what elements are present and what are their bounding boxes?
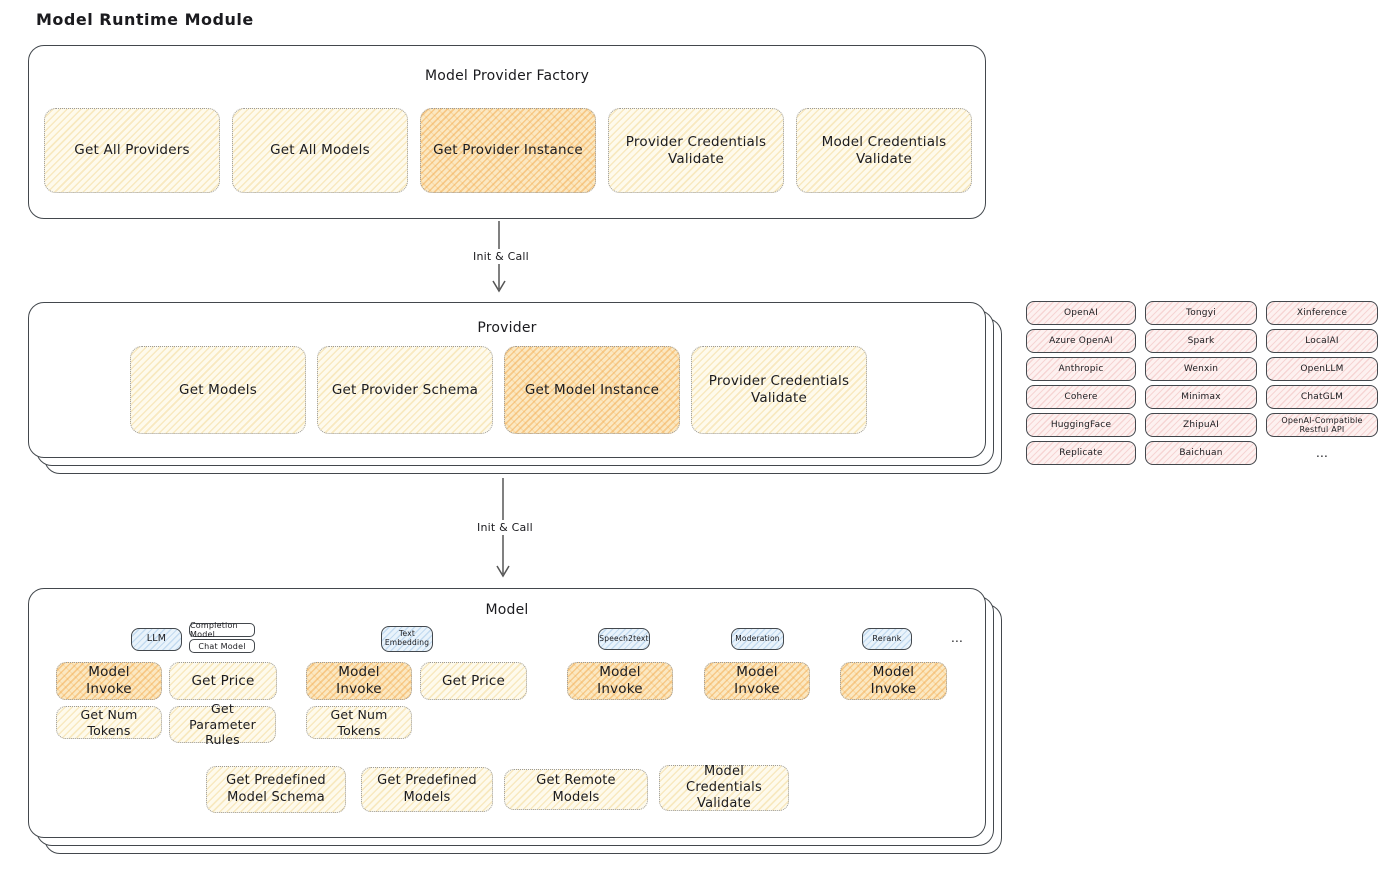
node-llm-model-invoke: Model Invoke bbox=[56, 662, 162, 700]
node-rerank-model-invoke: Model Invoke bbox=[840, 662, 947, 700]
node-model-credentials-validate-2: Model Credentials Validate bbox=[659, 764, 789, 811]
node-speech2text-model-invoke: Model Invoke bbox=[567, 662, 673, 700]
provider-chip-wenxin: Wenxin bbox=[1145, 357, 1257, 381]
provider-chip-openai-compatible: OpenAI-Compatible Restful API bbox=[1266, 413, 1378, 437]
node-llm-get-price: Get Price bbox=[169, 662, 277, 700]
node-moderation-model-invoke: Model Invoke bbox=[704, 662, 810, 700]
model-box-stack: Model LLM Completion Model Chat Model Te… bbox=[28, 588, 1002, 854]
arrow1-label: Init & Call bbox=[462, 249, 540, 264]
node-get-predefined-models: Get Predefined Models bbox=[361, 767, 493, 812]
provider-chip-zhipuai: ZhipuAI bbox=[1145, 413, 1257, 437]
node-provider-credentials-validate: Provider Credentials Validate bbox=[608, 108, 784, 193]
model-provider-factory-title: Model Provider Factory bbox=[424, 68, 590, 84]
node-get-all-providers: Get All Providers bbox=[44, 108, 220, 193]
provider-chip-xinference: Xinference bbox=[1266, 301, 1378, 325]
provider-chip-minimax: Minimax bbox=[1145, 385, 1257, 409]
provider-chip-anthropic: Anthropic bbox=[1026, 357, 1136, 381]
tab-completion-model: Completion Model bbox=[189, 621, 255, 639]
node-get-remote-models: Get Remote Models bbox=[504, 769, 648, 810]
node-provider-credentials-validate-2: Provider Credentials Validate bbox=[691, 346, 867, 434]
provider-chip-baichuan: Baichuan bbox=[1145, 441, 1257, 465]
model-tabs-more: ... bbox=[951, 631, 964, 645]
model-provider-factory-box: Model Provider Factory Get All Providers… bbox=[28, 45, 986, 219]
node-get-predefined-model-schema: Get Predefined Model Schema bbox=[206, 766, 346, 813]
tab-moderation: Moderation bbox=[731, 628, 784, 650]
provider-list-more: ... bbox=[1315, 446, 1329, 460]
node-embedding-model-invoke: Model Invoke bbox=[306, 662, 412, 700]
provider-chip-localai: LocalAI bbox=[1266, 329, 1378, 353]
tab-speech2text: Speech2text bbox=[598, 628, 650, 650]
node-get-model-instance: Get Model Instance bbox=[504, 346, 680, 434]
provider-list: OpenAI Tongyi Xinference Azure OpenAI Sp… bbox=[1026, 301, 1378, 465]
provider-chip-azure-openai: Azure OpenAI bbox=[1026, 329, 1136, 353]
diagram-title: Model Runtime Module bbox=[36, 10, 254, 29]
model-box: Model LLM Completion Model Chat Model Te… bbox=[28, 588, 986, 838]
node-embedding-get-price: Get Price bbox=[420, 662, 527, 700]
node-llm-get-parameter-rules: Get Parameter Rules bbox=[169, 701, 276, 747]
provider-title: Provider bbox=[477, 320, 537, 336]
provider-chip-cohere: Cohere bbox=[1026, 385, 1136, 409]
tab-rerank: Rerank bbox=[862, 628, 912, 650]
node-get-all-models: Get All Models bbox=[232, 108, 408, 193]
provider-chip-openllm: OpenLLM bbox=[1266, 357, 1378, 381]
model-title: Model bbox=[485, 602, 529, 618]
provider-chip-replicate: Replicate bbox=[1026, 441, 1136, 465]
node-embedding-get-num-tokens: Get Num Tokens bbox=[306, 706, 412, 739]
node-get-models: Get Models bbox=[130, 346, 306, 434]
provider-chip-tongyi: Tongyi bbox=[1145, 301, 1257, 325]
provider-chip-chatglm: ChatGLM bbox=[1266, 385, 1378, 409]
provider-chip-openai: OpenAI bbox=[1026, 301, 1136, 325]
tab-llm: LLM bbox=[131, 628, 182, 651]
provider-box-stack: Provider Get Models Get Provider Schema … bbox=[28, 302, 1002, 474]
node-get-provider-instance: Get Provider Instance bbox=[420, 108, 596, 193]
provider-box: Provider Get Models Get Provider Schema … bbox=[28, 302, 986, 458]
provider-chip-huggingface: HuggingFace bbox=[1026, 413, 1136, 437]
arrow2-label: Init & Call bbox=[466, 520, 544, 535]
tab-text-embedding: Text Embedding bbox=[381, 626, 433, 652]
node-model-credentials-validate: Model Credentials Validate bbox=[796, 108, 972, 193]
node-get-provider-schema: Get Provider Schema bbox=[317, 346, 493, 434]
provider-chip-spark: Spark bbox=[1145, 329, 1257, 353]
node-llm-get-num-tokens: Get Num Tokens bbox=[56, 706, 162, 739]
tab-chat-model: Chat Model bbox=[189, 639, 255, 653]
